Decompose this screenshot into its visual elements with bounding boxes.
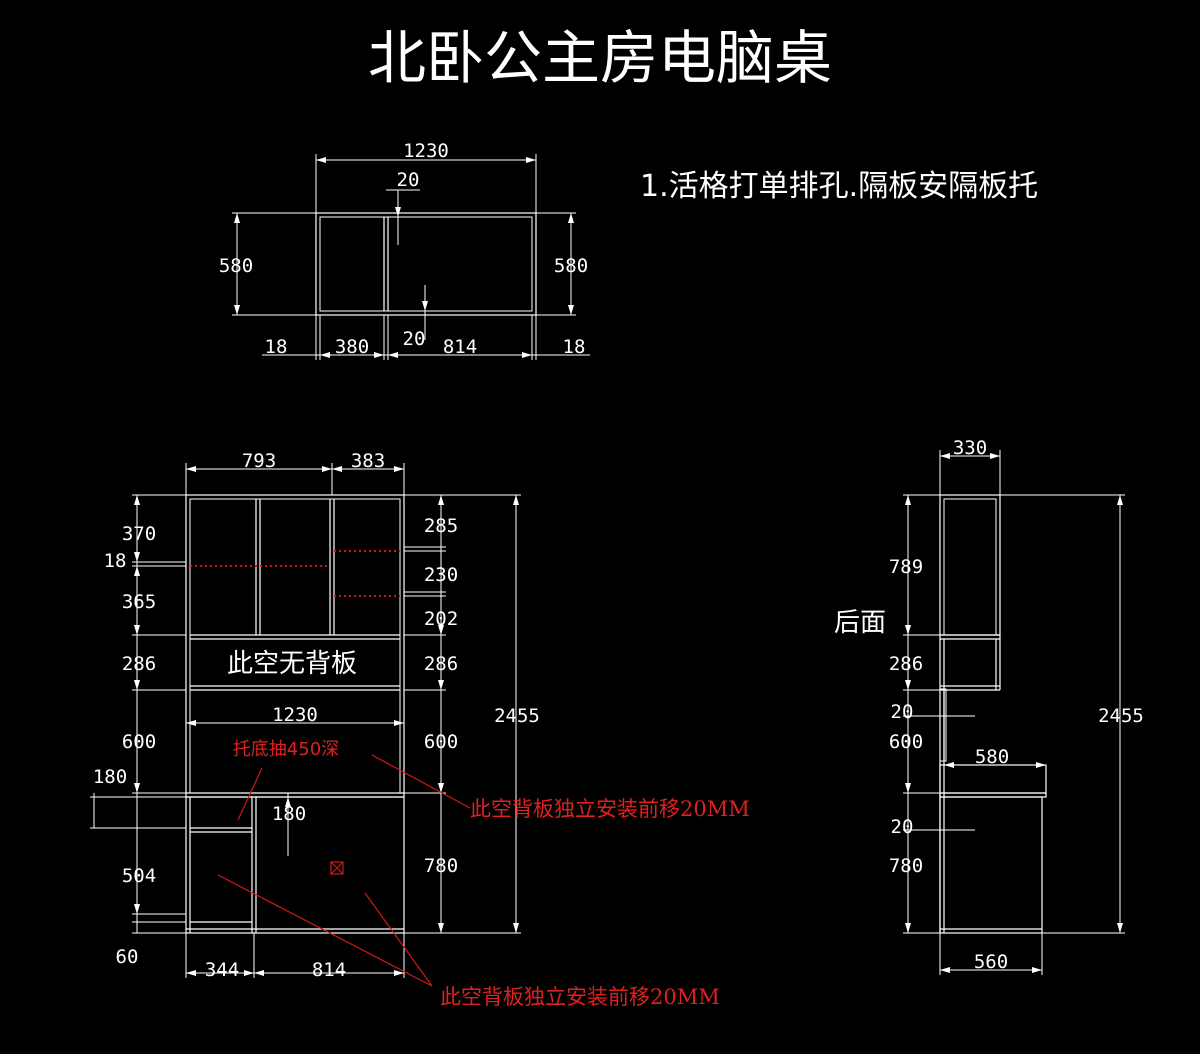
front-right-286: 286 bbox=[424, 653, 458, 675]
front-left-370: 370 bbox=[122, 523, 156, 545]
plan-gap-dim: 20 bbox=[397, 169, 420, 191]
plan-right-bay-dim: 814 bbox=[443, 336, 477, 358]
side-h-20-lower: 20 bbox=[891, 816, 914, 838]
side-h-789: 789 bbox=[889, 556, 923, 578]
plan-mid-gap-dim: 20 bbox=[403, 328, 426, 350]
front-left-60: 60 bbox=[116, 946, 139, 968]
front-left-286: 286 bbox=[122, 653, 156, 675]
plan-side-right-dim: 18 bbox=[563, 336, 586, 358]
side-view: 330 789 286 20 600 20 780 2455 580 bbox=[834, 437, 1144, 975]
front-drawer-height: 180 bbox=[272, 803, 306, 825]
front-left-180: 180 bbox=[93, 766, 127, 788]
front-top-left-width: 793 bbox=[242, 450, 276, 472]
front-left-600: 600 bbox=[122, 731, 156, 753]
back-panel-note-a: 此空背板独立安装前移20MM bbox=[470, 797, 750, 821]
plan-view: 1230 20 580 580 18 380 bbox=[219, 140, 590, 360]
side-desk-depth: 580 bbox=[975, 746, 1009, 768]
side-base-depth: 560 bbox=[974, 951, 1008, 973]
front-right-285: 285 bbox=[424, 515, 458, 537]
drawing-title: 北卧公主房电脑桌 bbox=[368, 24, 832, 92]
side-upper-outline bbox=[939, 494, 1001, 636]
front-right-230: 230 bbox=[424, 564, 458, 586]
front-left-504: 504 bbox=[122, 865, 156, 887]
side-top-width: 330 bbox=[953, 437, 987, 459]
plan-outline bbox=[315, 212, 537, 316]
side-total-height: 2455 bbox=[1098, 705, 1144, 727]
front-left-18: 18 bbox=[104, 550, 127, 572]
side-h-780: 780 bbox=[889, 855, 923, 877]
front-right-600: 600 bbox=[424, 731, 458, 753]
front-view: 793 383 370 18 365 286 600 504 60 180 bbox=[90, 450, 750, 1009]
rear-label: 后面 bbox=[834, 608, 886, 638]
front-bottom-344: 344 bbox=[205, 959, 239, 981]
side-h-600: 600 bbox=[889, 731, 923, 753]
front-desk-width: 1230 bbox=[272, 704, 318, 726]
plan-width-dim: 1230 bbox=[403, 140, 449, 162]
back-panel-note-b: 此空背板独立安装前移20MM bbox=[440, 985, 720, 1009]
plan-left-bay-dim: 380 bbox=[335, 336, 369, 358]
side-h-20-upper: 20 bbox=[891, 701, 914, 723]
front-right-202: 202 bbox=[424, 608, 458, 630]
no-back-panel-label: 此空无背板 bbox=[227, 649, 357, 679]
note-text: 1.活格打单排孔.隔板安隔板托 bbox=[640, 169, 1038, 204]
plan-side-left-dim: 18 bbox=[265, 336, 288, 358]
front-total-height: 2455 bbox=[494, 705, 540, 727]
front-bottom-814: 814 bbox=[312, 959, 346, 981]
side-h-286: 286 bbox=[889, 653, 923, 675]
front-left-365: 365 bbox=[122, 591, 156, 613]
front-right-780: 780 bbox=[424, 855, 458, 877]
plan-depth-right-dim: 580 bbox=[554, 255, 588, 277]
drawer-label: 托底抽450深 bbox=[233, 739, 339, 760]
front-top-right-width: 383 bbox=[351, 450, 385, 472]
plan-depth-left-dim: 580 bbox=[219, 255, 253, 277]
